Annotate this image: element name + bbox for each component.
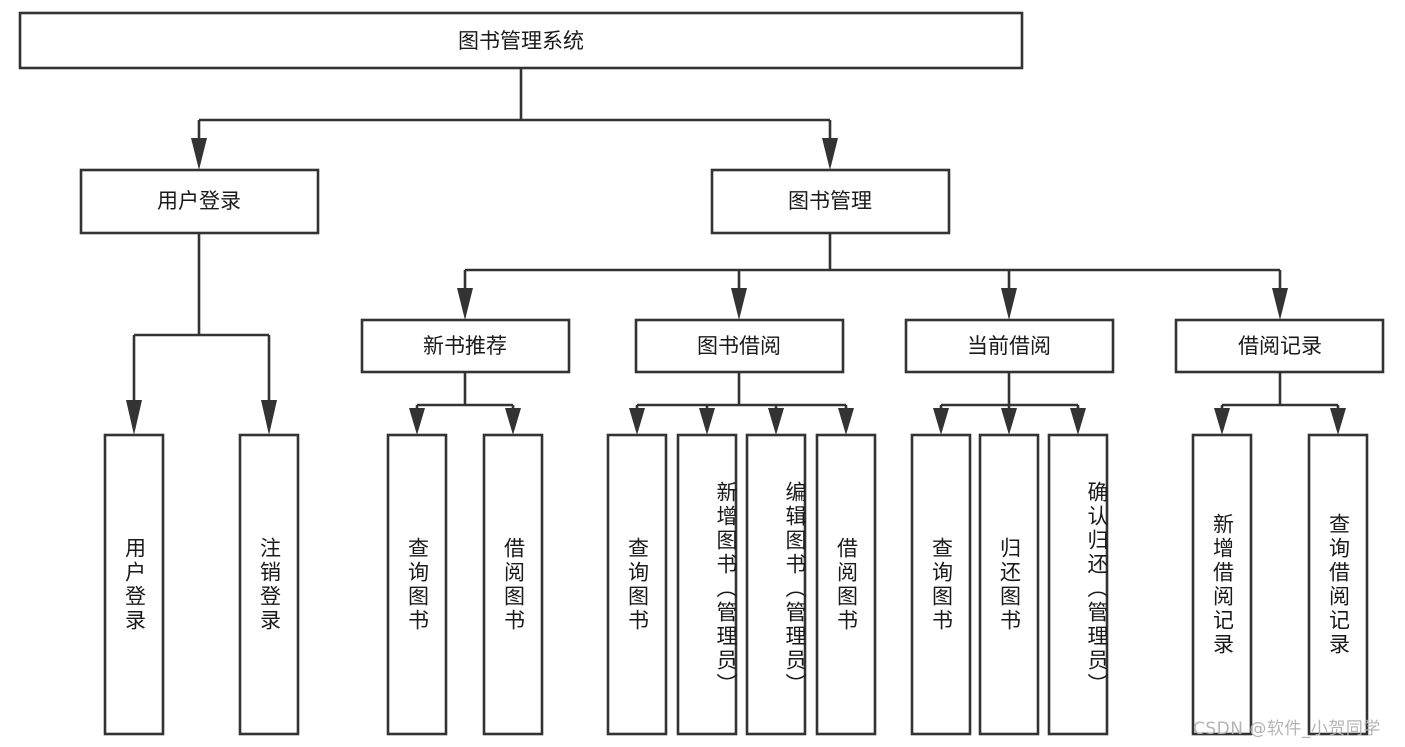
node-leaf-borrow-book-2[interactable] [815, 433, 877, 736]
node-label-book-borrow: 图书借阅 [697, 334, 781, 358]
arrow-head-leaf-borrow-book-1 [505, 408, 521, 435]
node-leaf-add-record[interactable] [1191, 433, 1253, 736]
node-layer: 图书管理系统 用户登录 图书管理 新书推荐 图书借阅 当前借阅 借阅记录 [18, 11, 1385, 736]
arrow-head-leaf-return-book [1001, 408, 1017, 435]
connector-layer [126, 68, 1346, 435]
node-label-current-borrow: 当前借阅 [967, 334, 1051, 358]
node-label-borrow-record: 借阅记录 [1238, 334, 1322, 358]
arrow-head-leaf-query-book-3 [933, 408, 949, 435]
arrow-head-leaf-logout [261, 400, 277, 435]
node-book-management-system[interactable] [18, 11, 1024, 70]
arrow-head-current-borrow [1001, 288, 1017, 320]
node-leaf-borrow-book-1[interactable] [482, 433, 544, 736]
arrow-head-leaf-confirm-return [1070, 408, 1086, 435]
watermark-text: CSDN @软件_小贺同学 [1193, 719, 1381, 739]
arrow-head-user-login [191, 138, 207, 170]
node-leaf-edit-book[interactable] [745, 433, 807, 736]
node-leaf-user-login[interactable] [103, 433, 165, 736]
arrow-head-leaf-query-record [1330, 408, 1346, 435]
node-leaf-query-record[interactable] [1307, 433, 1369, 736]
node-leaf-return-book[interactable] [978, 433, 1040, 736]
node-leaf-add-book[interactable] [676, 433, 738, 736]
arrow-head-leaf-borrow-book-2 [838, 408, 854, 435]
node-current-borrow[interactable] [904, 318, 1115, 374]
node-leaf-logout[interactable] [238, 433, 300, 736]
arrow-head-leaf-add-book [699, 408, 715, 435]
arrow-head-new-book-recommend [457, 288, 473, 320]
node-leaf-query-book-1[interactable] [386, 433, 448, 736]
node-label-new-book-recommend: 新书推荐 [423, 334, 507, 358]
node-user-login[interactable] [79, 168, 320, 235]
node-label-book-management: 图书管理 [788, 189, 872, 213]
arrow-head-leaf-add-record [1214, 408, 1230, 435]
node-label-user-login: 用户登录 [157, 189, 241, 213]
node-book-borrow[interactable] [634, 318, 845, 374]
arrow-head-leaf-query-book-1 [409, 408, 425, 435]
node-label-book-management-system: 图书管理系统 [458, 29, 584, 53]
arrow-head-leaf-query-book-2 [629, 408, 645, 435]
arrow-head-leaf-edit-book [768, 408, 784, 435]
node-new-book-recommend[interactable] [360, 318, 571, 374]
node-borrow-record[interactable] [1174, 318, 1385, 374]
node-leaf-query-book-2[interactable] [606, 433, 668, 736]
node-book-management[interactable] [710, 168, 951, 235]
arrow-head-leaf-user-login [126, 400, 142, 435]
arrow-head-book-manage [822, 138, 838, 170]
node-leaf-confirm-return[interactable] [1047, 433, 1109, 736]
arrow-head-book-borrow [731, 288, 747, 320]
arrow-head-borrow-record [1272, 288, 1288, 320]
node-leaf-query-book-3[interactable] [910, 433, 972, 736]
